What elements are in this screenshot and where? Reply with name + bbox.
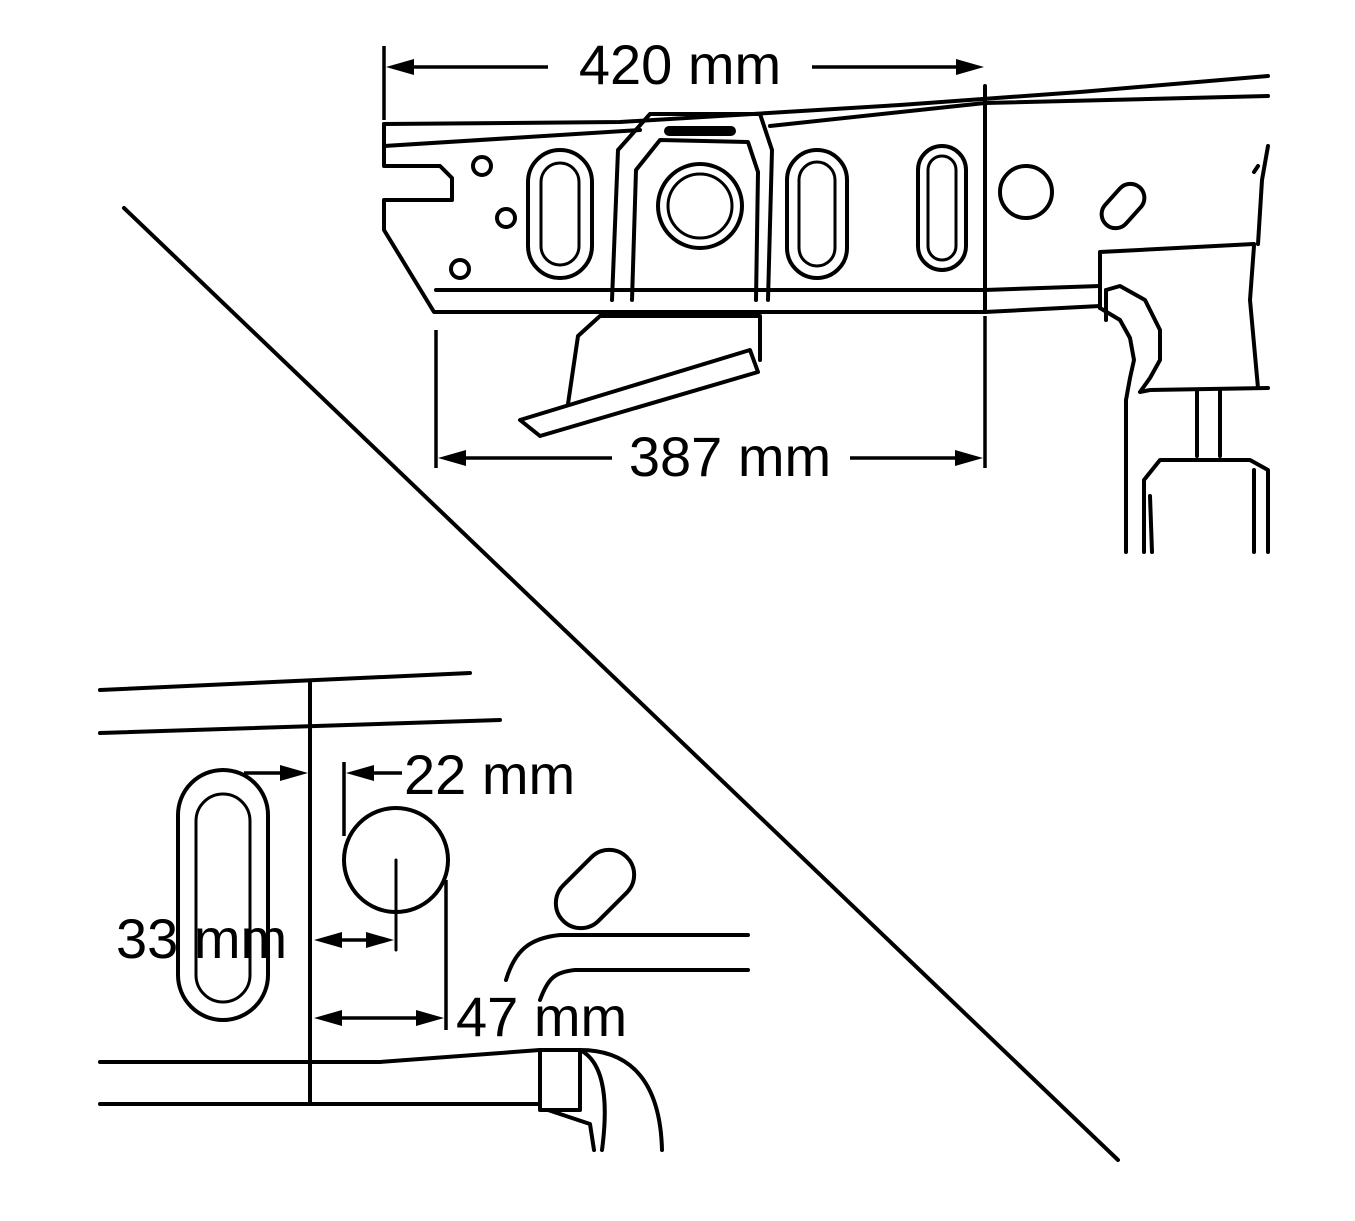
dimension-label-33: 33 mm xyxy=(116,907,287,970)
dimension-22: 22 mm xyxy=(244,743,575,836)
lower-detail-view xyxy=(98,671,750,1152)
dimension-label-387: 387 mm xyxy=(629,425,831,488)
upper-rail-view xyxy=(382,74,1270,554)
dimension-33: 33 mm xyxy=(116,907,394,970)
dimension-label-47: 47 mm xyxy=(456,985,627,1048)
dimension-label-420: 420 mm xyxy=(579,33,781,96)
dimension-label-22: 22 mm xyxy=(404,743,575,806)
dimension-47: 47 mm xyxy=(314,880,627,1048)
divider-line xyxy=(122,206,1120,1162)
dimension-387: 387 mm xyxy=(434,316,987,488)
dimension-420: 420 mm xyxy=(382,33,984,120)
